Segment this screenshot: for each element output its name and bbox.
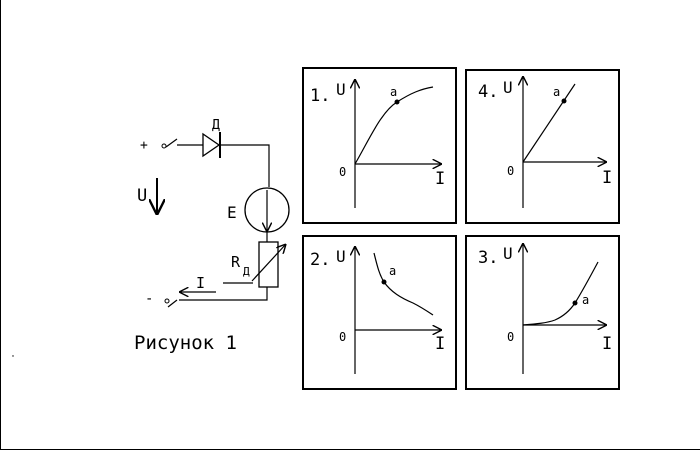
graph4-x-label: I <box>602 168 612 188</box>
graph1-title: 1. <box>310 86 330 106</box>
graph2-x-label: I <box>435 334 445 354</box>
graph2-origin-label: 0 <box>339 330 346 344</box>
emf-label: E <box>227 203 237 222</box>
graph4-point-label: a <box>553 85 560 99</box>
graph-panel-3: 3. U I 0 a <box>465 235 620 390</box>
current-label: I <box>196 274 205 292</box>
graph1-x-label: I <box>435 169 445 189</box>
graph3-title: 3. <box>478 248 498 268</box>
graph3-y-label: U <box>503 244 513 263</box>
plus-switch-line <box>165 138 178 148</box>
graph4-y-label: U <box>503 78 513 97</box>
resistor-adjust-arrow <box>251 244 286 282</box>
graph4-origin-label: 0 <box>507 164 514 178</box>
resistor-icon <box>258 241 279 288</box>
plus-terminal-icon <box>161 143 167 149</box>
graph-panel-1: 1. U I 0 a <box>302 67 457 224</box>
circuit-diagram: + Д E R Д - I U <box>12 118 290 357</box>
voltage-label: U <box>137 186 147 206</box>
figure-caption: Рисунок 1 <box>134 332 237 354</box>
graph3-origin-label: 0 <box>507 330 514 344</box>
wire-return <box>179 287 268 301</box>
graph4-title: 4. <box>478 82 498 102</box>
graph2-y-label: U <box>336 247 346 266</box>
diode-icon <box>202 132 221 158</box>
stray-dot <box>12 355 14 357</box>
graph2-curve <box>373 252 434 316</box>
graph2-title: 2. <box>310 250 330 270</box>
minus-terminal-label: - <box>145 291 153 307</box>
graph-panel-2: 2. U I 0 a <box>302 235 457 390</box>
graph3-x-label: I <box>602 334 612 354</box>
minus-switch-line <box>167 299 178 308</box>
graph1-point-label: a <box>390 85 397 99</box>
resistor-subscript: Д <box>243 265 250 278</box>
plus-terminal-label: + <box>140 138 148 153</box>
graph1-y-label: U <box>336 80 346 99</box>
wire-diode-to-emf <box>220 144 270 187</box>
graph3-point-a <box>572 300 578 306</box>
graph2-point-label: a <box>389 264 396 278</box>
graph3-point-label: a <box>582 293 589 307</box>
graph3-curve <box>522 261 599 326</box>
diode-label: Д <box>212 118 220 133</box>
graph2-point-a <box>381 279 387 285</box>
graph-panel-4: 4. U I 0 a <box>465 69 620 224</box>
graph1-origin-label: 0 <box>339 165 346 179</box>
graph1-point-a <box>394 99 400 105</box>
graph4-line <box>522 83 576 163</box>
graph4-point-a <box>561 98 567 104</box>
minus-terminal-icon <box>164 298 170 304</box>
resistor-label: R <box>231 253 241 271</box>
